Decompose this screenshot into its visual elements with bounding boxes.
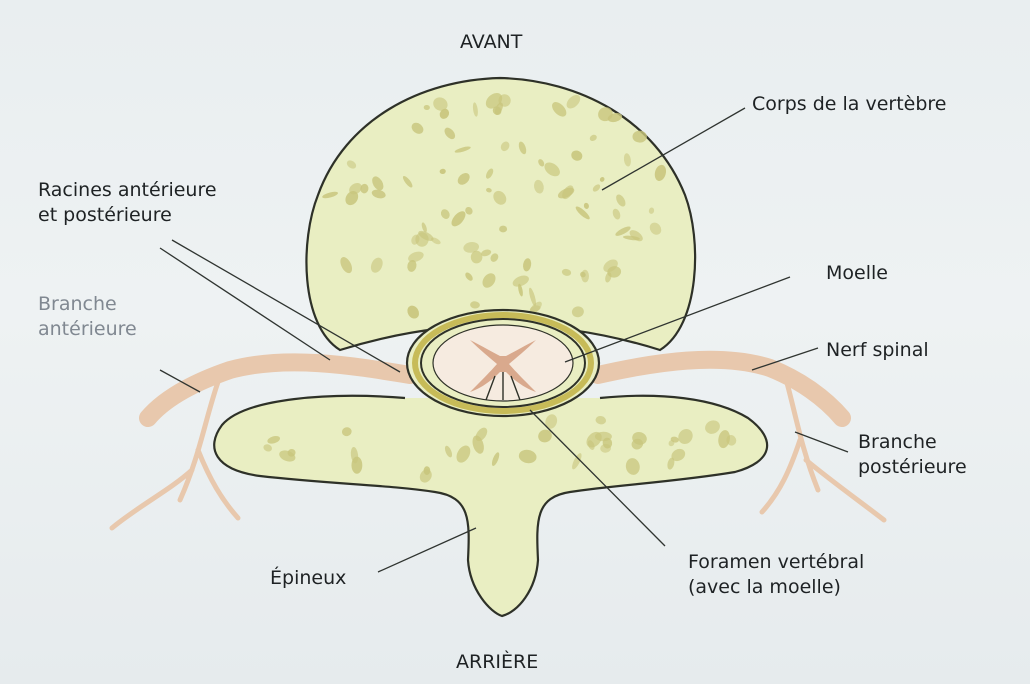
label-racines-line2: et postérieure xyxy=(38,203,217,228)
label-branche-posterieure-line1: Branche xyxy=(858,430,967,455)
leader-epineux xyxy=(378,528,476,572)
bone-spot xyxy=(499,226,507,233)
label-branche-anterieure-line2: antérieure xyxy=(38,317,137,342)
label-branche-anterieure-line1: Branche xyxy=(38,292,137,317)
label-nerf-spinal: Nerf spinal xyxy=(826,338,929,363)
bone-spot xyxy=(352,457,363,474)
label-foramen: Foramen vertébral (avec la moelle) xyxy=(688,550,864,600)
label-moelle: Moelle xyxy=(826,261,888,286)
label-corps-vertebre: Corps de la vertèbre xyxy=(752,92,946,117)
label-branche-posterieure-line2: postérieure xyxy=(858,455,967,480)
label-racines: Racines antérieure et postérieure xyxy=(38,178,217,228)
bone-spot xyxy=(633,131,647,143)
leader-racines-1 xyxy=(160,248,330,360)
label-racines-line1: Racines antérieure xyxy=(38,178,217,203)
label-avant: AVANT xyxy=(460,30,522,55)
label-branche-posterieure: Branche postérieure xyxy=(858,430,967,480)
label-branche-anterieure: Branche antérieure xyxy=(38,292,137,342)
foramen-vertebral xyxy=(407,310,599,416)
label-foramen-line1: Foramen vertébral xyxy=(688,550,864,575)
label-arriere: ARRIÈRE xyxy=(456,650,538,675)
label-epineux: Épineux xyxy=(270,566,346,591)
label-foramen-line2: (avec la moelle) xyxy=(688,575,864,600)
